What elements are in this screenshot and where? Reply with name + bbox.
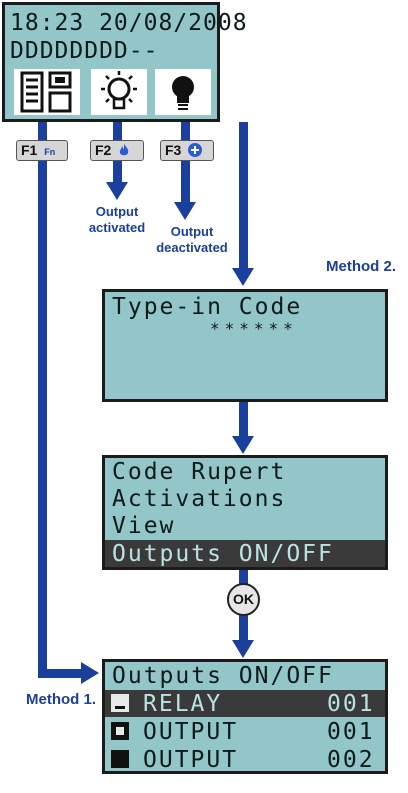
output-activated-label: Output activated xyxy=(88,204,146,235)
light-bulb-on-icon[interactable] xyxy=(91,69,147,115)
outputs-title: Outputs ON/OFF xyxy=(112,663,334,689)
arrow-down-icon xyxy=(174,202,196,220)
output-deactivated-label: Output deactivated xyxy=(156,224,228,255)
filled-square-icon xyxy=(111,750,129,768)
output-row-number: 001 xyxy=(327,691,375,717)
zones-grid-icon[interactable] xyxy=(14,69,80,115)
flow-line-f3 xyxy=(181,122,190,204)
arrow-down-icon xyxy=(232,268,254,286)
method-1-label: Method 1. xyxy=(26,691,96,708)
flow-line-menu-to-ok xyxy=(239,570,248,584)
f1-key[interactable]: F1 Fn xyxy=(16,140,68,161)
menu-item-outputs-selected[interactable]: Outputs ON/OFF xyxy=(105,540,385,567)
menu-item-code[interactable]: Code Rupert xyxy=(112,459,287,485)
f3-key-label: F3 xyxy=(165,142,182,158)
arrow-down-icon xyxy=(232,640,254,658)
f2-key[interactable]: F2 xyxy=(90,140,144,161)
light-bulb-off-icon[interactable] xyxy=(155,69,211,115)
output-row-name: RELAY xyxy=(143,691,223,717)
output-row-name: OUTPUT xyxy=(143,719,239,745)
zone-status-line: DDDDDDDD-- xyxy=(10,38,159,64)
arrow-down-icon xyxy=(232,436,254,454)
lcd-outputs-screen: Outputs ON/OFF RELAY 001 OUTPUT 001 OUTP… xyxy=(102,659,388,774)
hollow-square-icon xyxy=(111,722,129,740)
lcd-menu-screen: Code Rupert Activations View Outputs ON/… xyxy=(102,455,388,570)
output-row[interactable]: OUTPUT 001 xyxy=(105,718,385,745)
ok-button[interactable]: OK xyxy=(227,583,260,616)
f1-key-label: F1 xyxy=(21,142,38,158)
flow-line-method2 xyxy=(239,122,248,272)
arrow-down-icon xyxy=(106,182,128,200)
date-time-line: 18:23 20/08/2008 xyxy=(10,10,248,36)
flow-line-method1-horizontal xyxy=(38,669,83,678)
f2-key-label: F2 xyxy=(95,142,112,158)
code-mask: ****** xyxy=(210,319,298,338)
output-row-number: 001 xyxy=(327,719,375,745)
f3-key[interactable]: F3 xyxy=(160,140,214,161)
method-2-label: Method 2. xyxy=(326,258,396,275)
output-row-selected[interactable]: RELAY 001 xyxy=(105,690,385,717)
lcd-code-screen: Type-in Code ****** xyxy=(102,289,388,402)
output-row[interactable]: OUTPUT 002 xyxy=(105,746,385,773)
fn-label: Fn xyxy=(44,147,56,157)
flow-line-code-to-menu xyxy=(239,402,248,440)
small-bar-icon xyxy=(111,694,129,712)
flame-icon xyxy=(120,144,129,156)
code-prompt: Type-in Code xyxy=(112,294,303,320)
output-row-name: OUTPUT xyxy=(143,747,239,773)
flow-line-ok-to-outputs xyxy=(239,614,248,644)
menu-item-view[interactable]: View xyxy=(112,513,176,539)
arrow-right-icon xyxy=(81,662,99,684)
menu-item-outputs: Outputs ON/OFF xyxy=(112,541,334,567)
lcd-main-screen: 18:23 20/08/2008 DDDDDDDD-- xyxy=(2,2,247,122)
menu-item-activations[interactable]: Activations xyxy=(112,486,287,512)
plus-circle-icon xyxy=(188,143,203,157)
flow-line-method1-vertical xyxy=(38,122,47,678)
output-row-number: 002 xyxy=(327,747,375,773)
